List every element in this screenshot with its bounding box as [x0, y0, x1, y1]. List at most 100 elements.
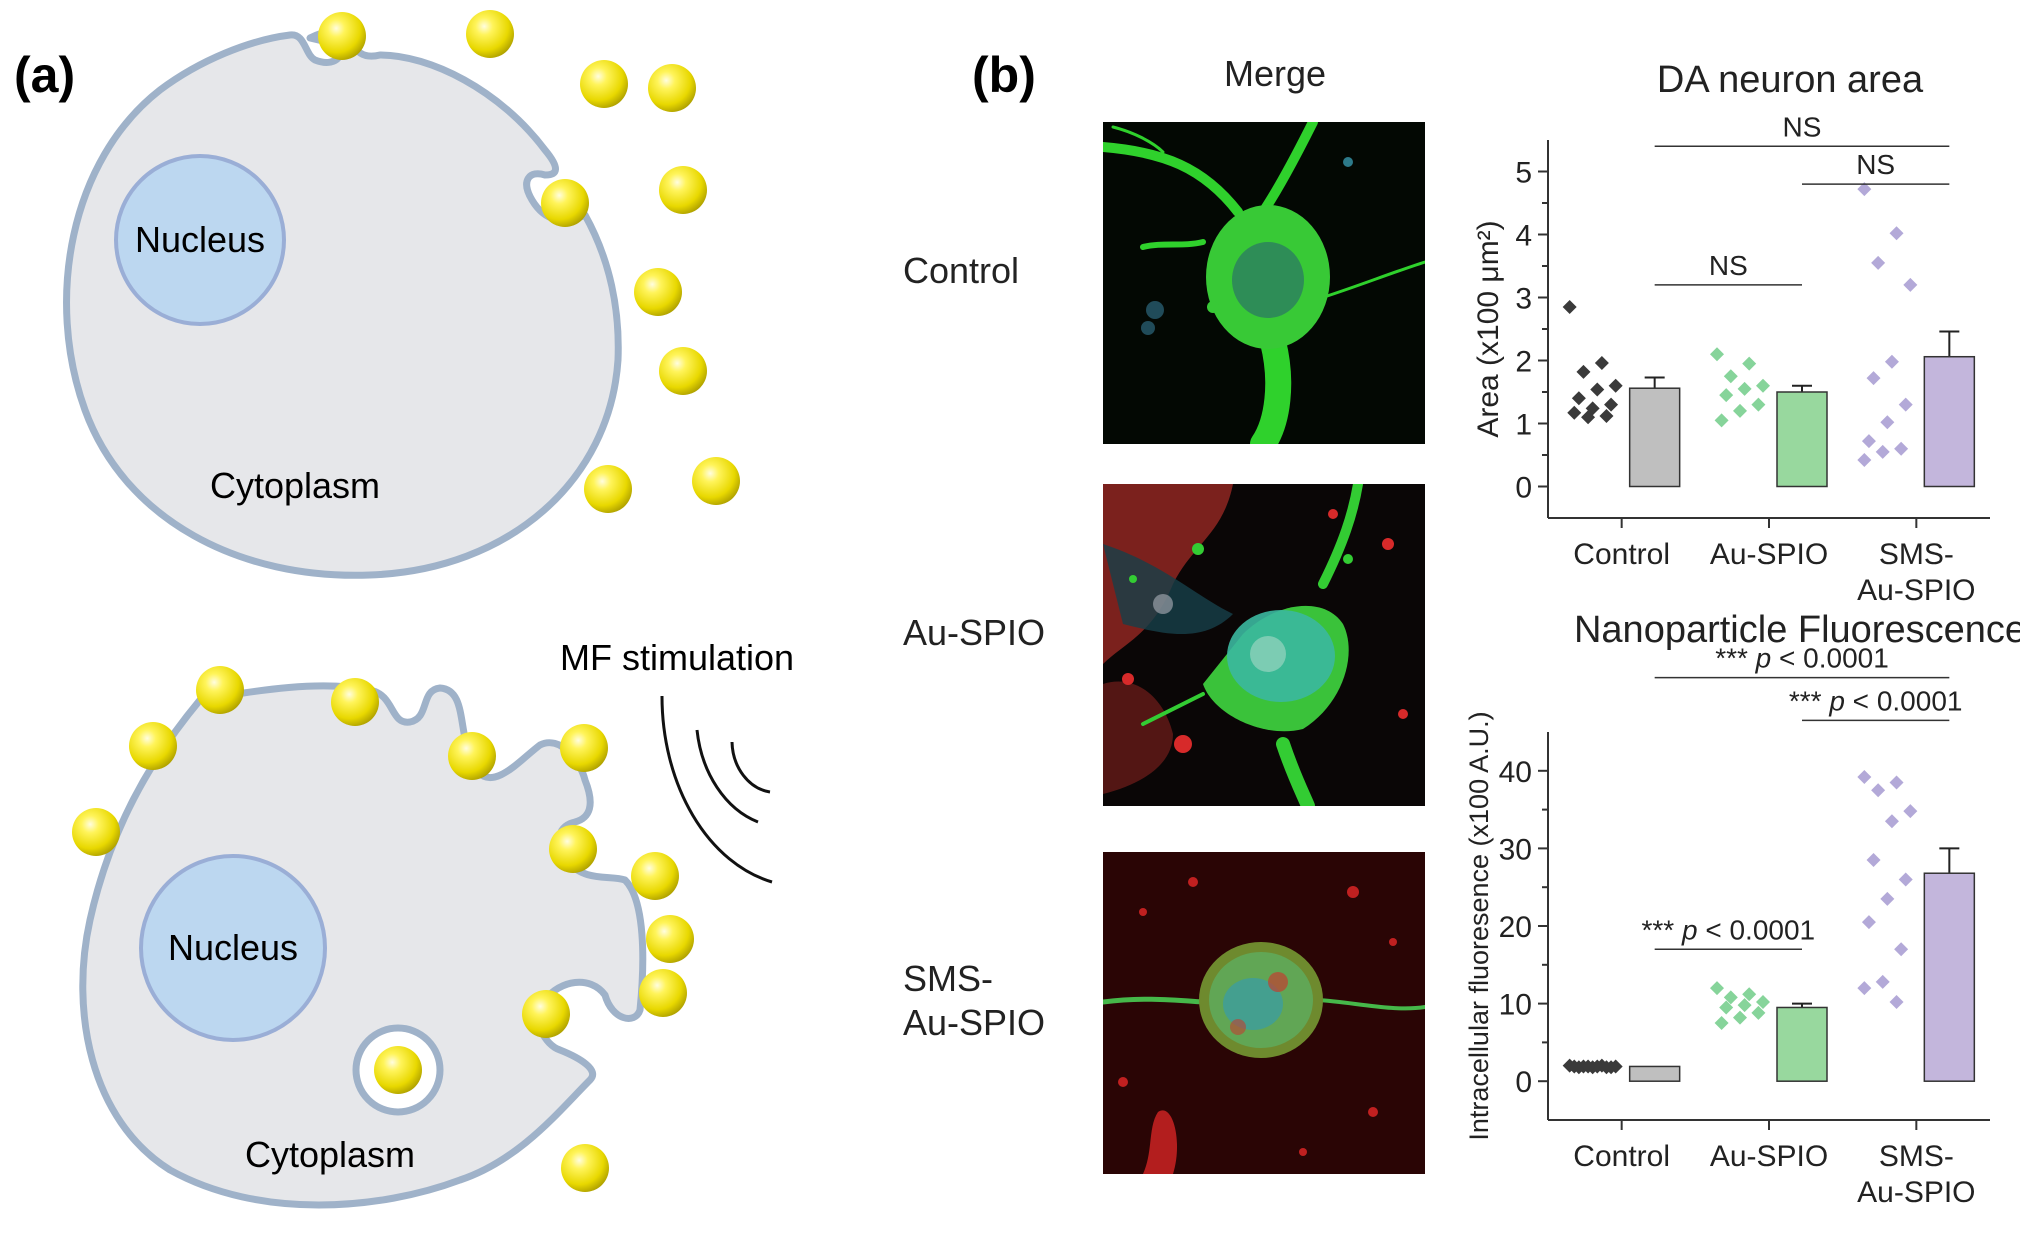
particle [639, 969, 687, 1017]
top-nucleus-label: Nucleus [135, 219, 265, 260]
y-axis-label: Area (x100 μm²) [1472, 220, 1505, 437]
bottom-particles [72, 666, 694, 1192]
merge-title: Merge [1224, 53, 1326, 94]
particle [646, 915, 694, 963]
y-tick-label: 40 [1499, 756, 1532, 789]
data-point [1898, 397, 1913, 412]
top-nucleus [114, 154, 286, 326]
data-point [1875, 974, 1890, 989]
y-tick-label: 20 [1499, 911, 1532, 944]
magnetic-field-waves-icon [660, 695, 773, 884]
y-tick-label: 5 [1515, 157, 1532, 190]
x-tick-label: Au-SPIO [1857, 574, 1975, 607]
particle [560, 724, 608, 772]
data-point [1594, 356, 1609, 371]
data-point [1889, 226, 1904, 241]
data-point [1756, 995, 1770, 1010]
data-point [1871, 255, 1886, 270]
particle [466, 10, 514, 58]
particle [72, 808, 120, 856]
particle [448, 732, 496, 780]
y-tick-label: 3 [1515, 283, 1532, 316]
data-point [1710, 981, 1724, 996]
bottom-cell: Nucleus Cytoplasm [79, 682, 647, 1209]
data-point [1875, 444, 1890, 459]
x-tick-label: Control [1573, 1140, 1670, 1173]
significance-value: < 0.0001 [1698, 914, 1816, 945]
row-label: Control [903, 250, 1019, 291]
chart-title: Nanoparticle Fluorescence [1574, 612, 2020, 651]
panel-b-label: (b) [972, 47, 1036, 103]
data-point [1857, 770, 1872, 785]
y-tick-label: 0 [1515, 1066, 1532, 1099]
data-point [1889, 775, 1904, 790]
data-point [1576, 364, 1591, 379]
data-point [1742, 987, 1757, 1002]
data-point [1737, 998, 1752, 1013]
data-point [1714, 1016, 1729, 1030]
data-point [1719, 1000, 1734, 1015]
data-point [1723, 990, 1738, 1005]
bottom-cytoplasm-label: Cytoplasm [245, 1134, 415, 1175]
data-point [1756, 378, 1770, 393]
data-point [1710, 347, 1724, 362]
data-point [1733, 403, 1747, 418]
particle [659, 347, 707, 395]
panel-a-schematic: (a) Nucleus Cytoplasm Nucleus [14, 10, 794, 1209]
bar [1776, 1006, 1828, 1082]
top-cell: Nucleus Cytoplasm [63, 28, 622, 579]
data-point [1581, 1059, 1596, 1074]
y-tick-label: 10 [1499, 989, 1532, 1022]
data-point [1898, 872, 1913, 887]
bar [1923, 355, 1976, 488]
top-particles [318, 10, 740, 513]
data-point [1567, 1059, 1582, 1074]
data-point [1737, 381, 1752, 396]
chart-title: DA neuron area [1657, 59, 1924, 101]
data-point [1861, 434, 1876, 449]
data-point [1751, 397, 1766, 412]
data-point [1599, 1060, 1614, 1075]
data-point [1590, 382, 1605, 397]
significance-p: p [1755, 643, 1772, 674]
row-label: SMS- [903, 958, 993, 999]
data-point [1889, 995, 1904, 1010]
data-point [1871, 783, 1886, 798]
particle [522, 990, 570, 1038]
data-point [1857, 981, 1872, 996]
significance-label: NS [1783, 111, 1822, 142]
data-point [1903, 277, 1918, 292]
x-tick-label: Au-SPIO [1857, 1176, 1975, 1209]
data-point [1742, 356, 1757, 371]
data-point [1903, 804, 1918, 819]
particle [541, 179, 589, 227]
data-point [1562, 299, 1577, 314]
significance-label: *** p < 0.0001 [1715, 643, 1889, 674]
data-point [1894, 942, 1909, 957]
row-label: Au-SPIO [903, 612, 1045, 653]
particle [631, 852, 679, 900]
data-point [1857, 182, 1872, 197]
data-point [1723, 369, 1738, 384]
x-tick-label: SMS- [1879, 1140, 1954, 1173]
particle [648, 64, 696, 112]
y-tick-label: 1 [1515, 409, 1532, 442]
data-point [1861, 915, 1876, 930]
particle [129, 722, 177, 770]
data-point [1719, 388, 1734, 403]
data-point [1571, 391, 1586, 406]
mf-stimulation-label: MF stimulation [560, 637, 794, 678]
data-point [1880, 415, 1895, 430]
data-point [1585, 401, 1600, 416]
particle [331, 678, 379, 726]
data-point [1866, 371, 1881, 386]
significance-label: NS [1709, 250, 1748, 281]
particle [318, 12, 366, 60]
data-point [1599, 408, 1614, 423]
particle [561, 1144, 609, 1192]
data-point [1604, 397, 1619, 412]
significance-label: *** p < 0.0001 [1642, 914, 1816, 945]
